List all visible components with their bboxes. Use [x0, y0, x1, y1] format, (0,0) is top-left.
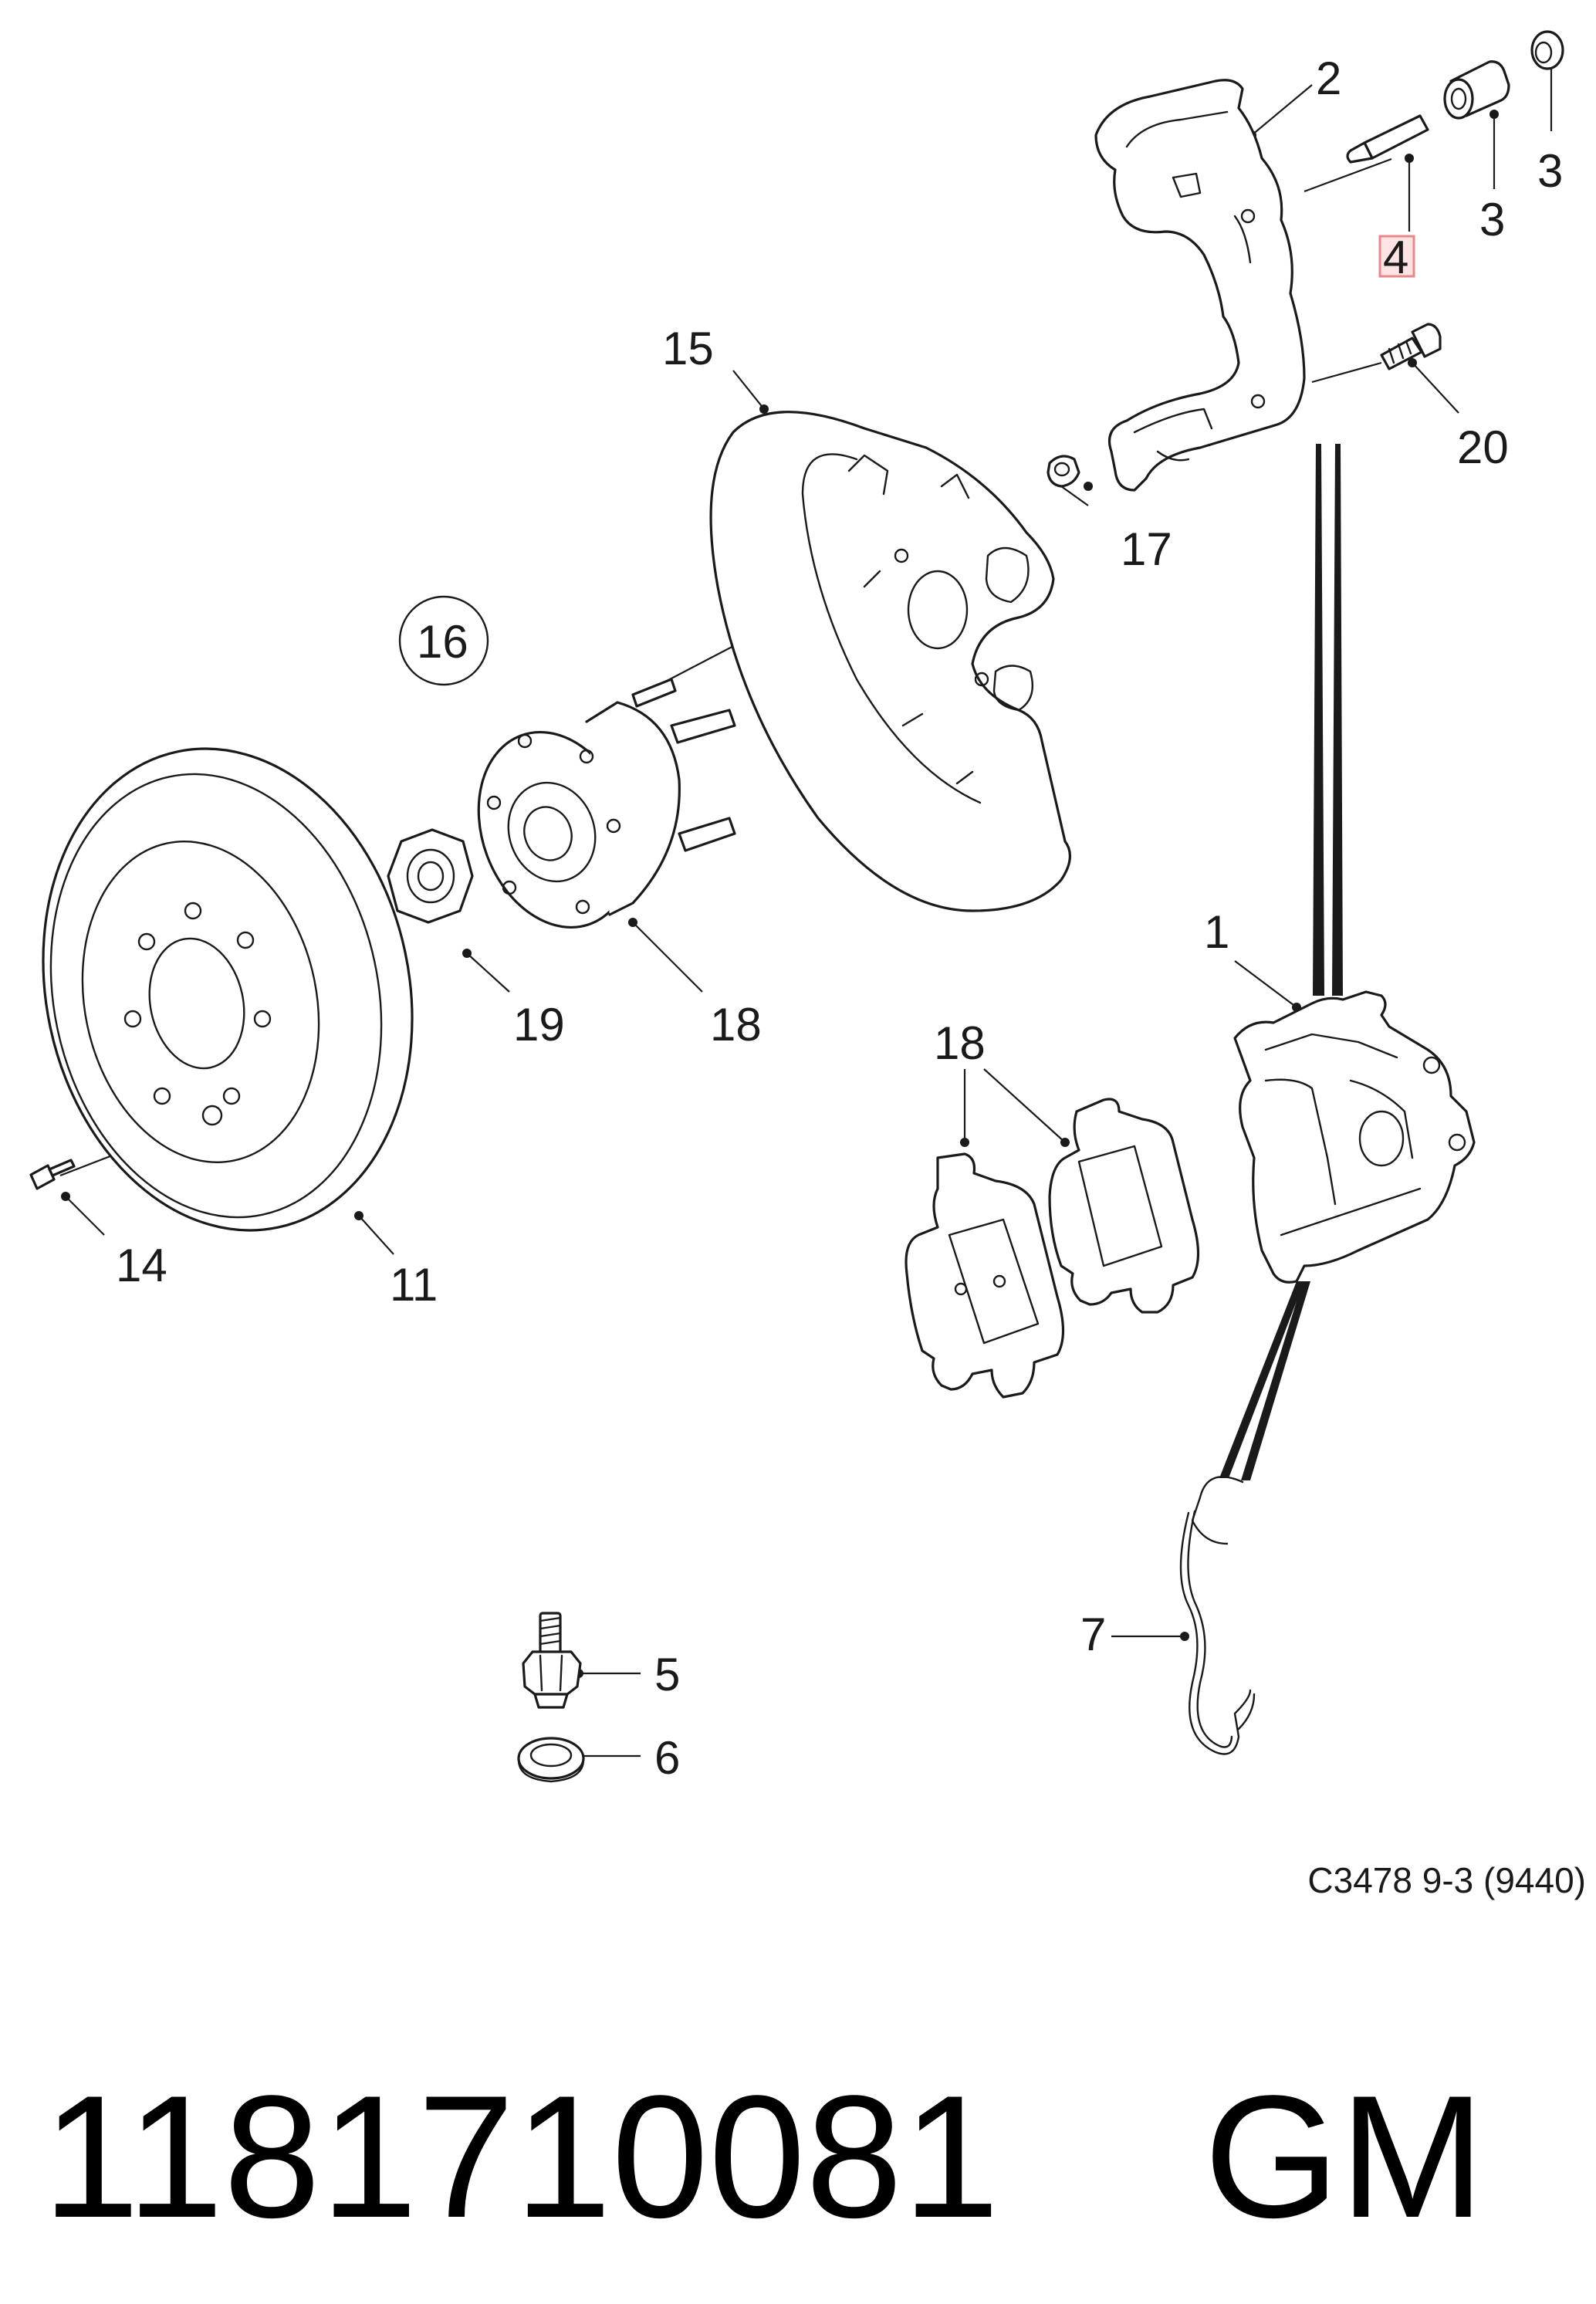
- bracket-bolt: [1380, 323, 1442, 370]
- callout-10: 11: [390, 1259, 438, 1311]
- wear-sensor-wire: [1179, 1476, 1256, 1755]
- brake-caliper: [1233, 990, 1476, 1284]
- callout-2: 2: [1316, 52, 1341, 104]
- dust-shield: [709, 411, 1071, 912]
- brand-label: GM: [1204, 2059, 1485, 2254]
- leader-lines: [59, 51, 1553, 1758]
- brake-disc: [42, 747, 414, 1232]
- callout-labels: 2 3 3 4 15 20 17 16 1 19 18 18 14 11 7 5…: [116, 52, 1563, 1784]
- part-number: 1181710081: [42, 2059, 999, 2254]
- callout-4-highlight: [1378, 235, 1415, 278]
- caliper-bracket: [1094, 79, 1306, 492]
- callout-16: 18: [710, 999, 762, 1051]
- callout-5: 5: [654, 1649, 680, 1700]
- hub-nut: [387, 828, 474, 924]
- shield-nut: [1047, 455, 1080, 488]
- callout-1: 1: [1204, 906, 1229, 958]
- callout-18: 18: [934, 1017, 986, 1069]
- callout-19: 19: [513, 999, 565, 1051]
- callout-17: 17: [1121, 523, 1172, 575]
- wheel-stud: [522, 1612, 582, 1709]
- callout-15-circle: [398, 595, 489, 686]
- pin-bushing: [1443, 60, 1510, 120]
- brake-pad-left: [905, 1152, 1065, 1399]
- callout-7: 7: [1080, 1609, 1106, 1660]
- callout-3-upper: 3: [1537, 145, 1563, 197]
- callout-20: 20: [1457, 421, 1509, 473]
- brake-pad-right: [1048, 1098, 1200, 1314]
- callout-11: 14: [116, 1240, 167, 1291]
- wheel-hub: [477, 678, 736, 929]
- callout-15: 16: [417, 616, 468, 668]
- reference-code: C3478 9-3 (9440): [1307, 1860, 1586, 1900]
- callout-4: 4: [1383, 232, 1408, 283]
- callout-14: 15: [662, 323, 714, 374]
- pin-cap: [1530, 30, 1564, 70]
- disc-screw: [29, 1159, 76, 1190]
- guide-pin: [1346, 114, 1429, 164]
- callout-3-lower: 3: [1479, 194, 1505, 245]
- callout-6: 6: [654, 1732, 680, 1784]
- stud-grommet: [517, 1737, 585, 1783]
